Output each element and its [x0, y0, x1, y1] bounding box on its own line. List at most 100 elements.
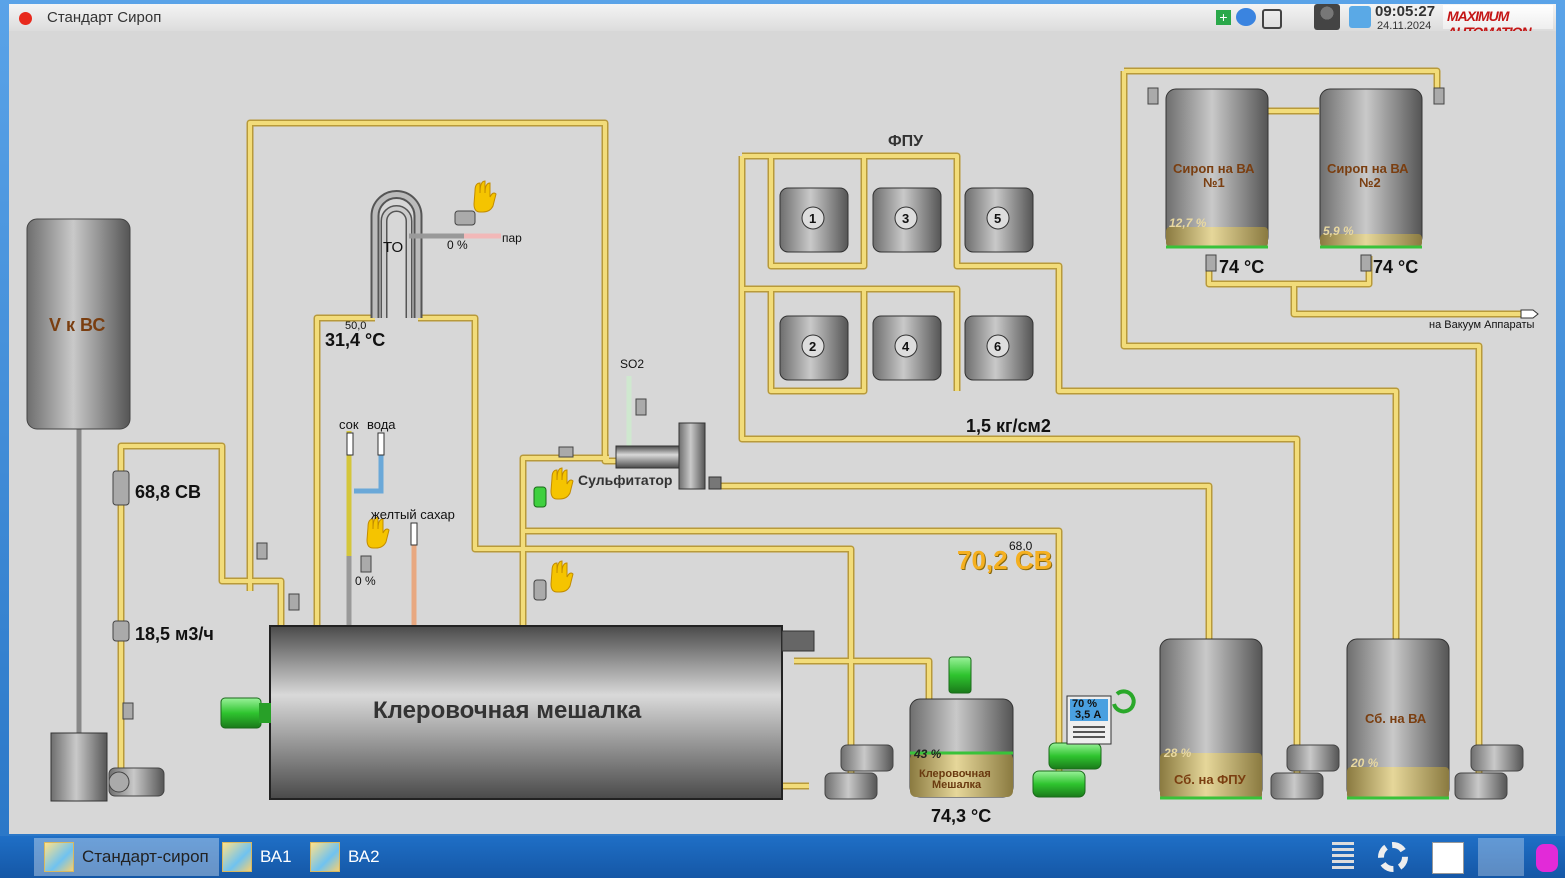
- sirop2-label-2: №2: [1359, 175, 1381, 190]
- pump-small-mixer[interactable]: [1032, 742, 1102, 798]
- valve[interactable]: [360, 555, 372, 573]
- chat-icon[interactable]: [1236, 8, 1256, 26]
- valve[interactable]: [288, 593, 300, 611]
- to-setpoint: 50,0: [345, 320, 367, 332]
- telegram-icon[interactable]: [1349, 6, 1371, 28]
- operator-icon[interactable]: [1314, 4, 1340, 30]
- status-icons: +: [1216, 8, 1282, 29]
- to-vacuum-label: на Вакуум Аппараты: [1429, 319, 1535, 331]
- valve[interactable]: [1205, 254, 1217, 272]
- screen-icon: [310, 842, 340, 872]
- sirop2-temp: 74 °С: [1373, 257, 1419, 277]
- sugar-valve-value: 0 %: [355, 574, 376, 588]
- valve[interactable]: [1147, 87, 1159, 105]
- process-canvas: V к ВС Клеровочная мешалка Клеровочная М…: [9, 31, 1556, 834]
- pump-mixer-1[interactable]: [824, 744, 894, 800]
- pump-sb-fpu[interactable]: [1270, 744, 1340, 800]
- arrow-to-vacuum: [1520, 309, 1539, 319]
- touch-icon[interactable]: [1536, 844, 1558, 872]
- hand-icon[interactable]: [473, 180, 497, 213]
- refresh-icon[interactable]: [1112, 689, 1136, 714]
- valves: [112, 87, 1445, 720]
- close-icon[interactable]: [19, 12, 32, 25]
- fpu-filters: [779, 187, 1034, 381]
- hand-icon[interactable]: [550, 467, 574, 500]
- engineer-icon[interactable]: [1478, 838, 1524, 876]
- tab-va2[interactable]: ВА2: [310, 838, 380, 876]
- sugar-arrow: [410, 522, 418, 546]
- small-mixer-label-1: Клеровочная: [919, 768, 991, 780]
- network-icon[interactable]: [1262, 9, 1282, 29]
- clock-date: 24.11.2024: [1377, 20, 1432, 32]
- yellow-sugar-label: желтый сахар: [371, 507, 455, 522]
- valve[interactable]: [558, 446, 574, 458]
- small-mixer-label-2: Мешалка: [932, 779, 982, 791]
- water-pipe: [354, 436, 384, 494]
- sirop2-label-1: Сироп на ВА: [1327, 161, 1409, 176]
- screen-icon: [44, 842, 74, 872]
- juice-arrow: [346, 432, 354, 456]
- steam-valve[interactable]: [454, 210, 476, 226]
- cv-setpoint: 68,0: [1009, 539, 1033, 553]
- steam-label: пар: [502, 231, 522, 245]
- hand-icon[interactable]: [550, 560, 574, 593]
- sulfitator-body[interactable]: [615, 445, 687, 469]
- trend-chart-icon[interactable]: [1432, 842, 1464, 874]
- filter-label-5: 5: [994, 211, 1002, 226]
- valve[interactable]: [1433, 87, 1445, 105]
- window-title: Стандарт Сироп: [47, 9, 162, 26]
- sirop1-label-2: №1: [1203, 175, 1225, 190]
- tab-va1[interactable]: ВА1: [222, 838, 292, 876]
- filter-label-4: 4: [902, 339, 910, 354]
- screen-icon: [222, 842, 252, 872]
- flow-meter[interactable]: [112, 620, 130, 642]
- valve[interactable]: [533, 579, 547, 601]
- pump-sb-va[interactable]: [1454, 744, 1524, 800]
- valve[interactable]: [1360, 254, 1372, 272]
- plus-icon[interactable]: +: [1216, 10, 1231, 25]
- filter-label-2: 2: [809, 339, 817, 354]
- so2-valve[interactable]: [635, 398, 647, 416]
- sirop1-label-1: Сироп на ВА: [1173, 161, 1255, 176]
- cv-in-reading: 68,8 СВ: [135, 482, 202, 502]
- drive-percent: 70 %: [1072, 698, 1098, 710]
- pressure-reading: 1,5 кг/см2: [966, 416, 1051, 436]
- heat-exchanger-label: ТО: [383, 239, 404, 256]
- sb-fpu-label: Сб. на ФПУ: [1174, 772, 1246, 787]
- sirop1-temp: 74 °С: [1219, 257, 1265, 277]
- clock-time: 09:05:27: [1375, 3, 1436, 20]
- main-mixer-body[interactable]: [269, 625, 783, 800]
- mixer-motor[interactable]: [220, 697, 262, 729]
- tab-standard-sirop[interactable]: Стандарт-сироп: [34, 838, 219, 876]
- cv-out-reading: 70,2 СВ: [957, 545, 1053, 575]
- density-meter[interactable]: [112, 470, 130, 506]
- steam-valve-value: 0 %: [447, 238, 468, 252]
- to-temp: 31,4 °С: [325, 330, 386, 350]
- mixer-temp: 74,3 °С: [931, 806, 992, 826]
- small-mixer-level: 43 %: [914, 747, 942, 761]
- valve[interactable]: [122, 702, 134, 720]
- small-mixer-motor[interactable]: [948, 656, 972, 694]
- control-valve[interactable]: [533, 486, 547, 508]
- collector-box: [50, 732, 108, 802]
- pump-v-vs[interactable]: [108, 767, 165, 797]
- sb-va-label: Сб. на ВА: [1365, 711, 1427, 726]
- tank-v-vs[interactable]: [26, 218, 131, 430]
- hand-icon[interactable]: [366, 516, 390, 549]
- juice-label: сок: [339, 417, 359, 432]
- title-bar: Стандарт Сироп + 09:05:27 24.11.2024 MAX…: [9, 3, 1556, 40]
- company-logo: MAXIMUM AUTOMATION: [1443, 5, 1553, 40]
- water-label: вода: [367, 417, 396, 432]
- so2-label: SO2: [620, 357, 645, 371]
- sirop1-level: 12,7 %: [1169, 216, 1207, 230]
- list-icon[interactable]: [1332, 842, 1354, 872]
- hand-icons: [366, 180, 574, 593]
- sb-va-level: 20 %: [1351, 756, 1379, 770]
- flow-reading: 18,5 м3/ч: [135, 624, 214, 644]
- sb-fpu-level: 28 %: [1164, 746, 1192, 760]
- valve[interactable]: [256, 542, 268, 560]
- gear-icon[interactable]: [1378, 842, 1408, 872]
- scheme-graphics: [26, 67, 1539, 802]
- fpu-title: ФПУ: [888, 133, 924, 150]
- sulfitator-label: Сульфитатор: [578, 472, 673, 488]
